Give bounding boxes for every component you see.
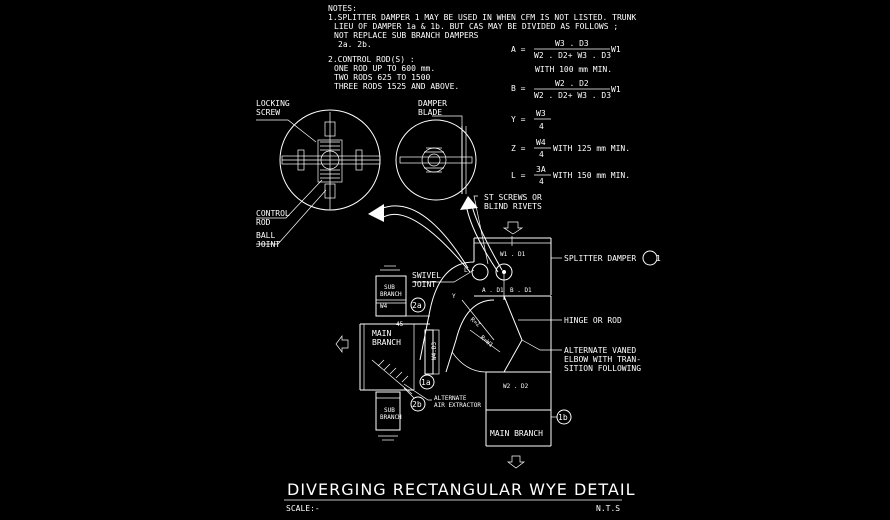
tag-1b: 1b bbox=[551, 409, 572, 425]
label-joint: JOINT bbox=[256, 240, 280, 249]
formula-y-label: Y = bbox=[511, 115, 526, 124]
label-sub-branch-top-2: BRANCH bbox=[380, 291, 402, 298]
label-sub-branch-bottom-2: BRANCH bbox=[380, 414, 402, 421]
tag-2a: 2a bbox=[410, 297, 426, 313]
notes-block: NOTES: 1.SPLITTER DAMPER 1 MAY BE USED I… bbox=[328, 4, 636, 91]
label-alt-vaned-1: ALTERNATE VANED bbox=[564, 346, 636, 355]
detail-circle-damper bbox=[395, 115, 477, 201]
title-block: DIVERGING RECTANGULAR WYE DETAIL SCALE:-… bbox=[284, 480, 636, 513]
formula-y-numerator: W3 bbox=[536, 109, 546, 118]
formula-b-factor: W1 bbox=[611, 85, 621, 94]
label-alt-vaned-2: ELBOW WITH TRAN- bbox=[564, 355, 641, 364]
label-main-branch-left-1: MAIN bbox=[372, 329, 391, 338]
label-main-branch-bottom: MAIN BRANCH bbox=[490, 429, 543, 438]
formula-l-note: WITH 150 mm MIN. bbox=[553, 171, 630, 180]
label-damper: DAMPER bbox=[418, 99, 447, 108]
tag-2b-text: 2b bbox=[412, 400, 422, 409]
label-swivel: SWIVEL bbox=[412, 271, 441, 280]
note-line-1: 1.SPLITTER DAMPER 1 MAY BE USED IN WHEN … bbox=[328, 13, 636, 22]
label-sub-dim: W4 bbox=[380, 303, 388, 310]
label-screw: SCREW bbox=[256, 108, 280, 117]
formula-z-numerator: W4 bbox=[536, 138, 546, 147]
label-splitter-damper: SPLITTER DAMPER bbox=[564, 254, 636, 263]
duct-body: W1 . D1 A . D1 B . D1 W2 . D2 R=Z R=W1 bbox=[335, 195, 552, 469]
formula-a-numerator: W3 . D3 bbox=[555, 39, 589, 48]
note-line-8: THREE RODS 1525 AND ABOVE. bbox=[334, 82, 459, 91]
drawing-title: DIVERGING RECTANGULAR WYE DETAIL bbox=[287, 480, 636, 499]
notes-heading: NOTES: bbox=[328, 4, 357, 13]
formula-b-denominator: W2 . D2+ W3 . D3 bbox=[534, 91, 611, 100]
formula-a-denominator: W2 . D2+ W3 . D3 bbox=[534, 51, 611, 60]
tag-2b: 2b bbox=[403, 387, 426, 412]
label-dim-l: L bbox=[464, 267, 468, 274]
note-line-7: TWO RODS 625 TO 1500 bbox=[334, 73, 431, 82]
formula-a-factor: W1 bbox=[611, 45, 621, 54]
label-w2d2: W2 . D2 bbox=[503, 383, 529, 390]
formula-z-denominator: 4 bbox=[539, 150, 544, 159]
tag-1b-text: 1b bbox=[558, 413, 568, 422]
label-45: 45 bbox=[396, 321, 404, 328]
scale-value: N.T.S bbox=[596, 504, 620, 513]
label-ball: BALL bbox=[256, 231, 275, 240]
label-w1d1: W1 . D1 bbox=[500, 251, 526, 258]
label-swivel-joint: JOINT bbox=[412, 280, 436, 289]
label-alt-vaned-3: SITION FOLLOWING bbox=[564, 364, 641, 373]
label-r-w1: R=W1 bbox=[479, 334, 495, 349]
label-dim-y: Y bbox=[452, 293, 456, 300]
formula-l-denominator: 4 bbox=[539, 177, 544, 186]
note-line-6: ONE ROD UP TO 600 mm. bbox=[334, 64, 435, 73]
note-line-4: 2a. 2b. bbox=[338, 40, 372, 49]
formula-y-denominator: 4 bbox=[539, 122, 544, 131]
label-r-z: R=Z bbox=[469, 316, 482, 329]
formula-l-numerator: 3A bbox=[536, 165, 546, 174]
tag-1a: 1a bbox=[419, 374, 435, 390]
label-sub-branch-bottom-1: SUB bbox=[384, 407, 395, 414]
formula-z-label: Z = bbox=[511, 144, 526, 153]
label-main-branch-left-2: BRANCH bbox=[372, 338, 401, 347]
detail-pointer-arrows bbox=[368, 196, 503, 273]
label-w4d3: W4.D3 bbox=[431, 342, 438, 360]
label-hinge: HINGE OR ROD bbox=[564, 316, 622, 325]
label-control: CONTROL bbox=[256, 209, 290, 218]
label-alt-air-1: ALTERNATE bbox=[434, 395, 467, 402]
note-line-3: NOT REPLACE SUB BRANCH DAMPERS bbox=[334, 31, 479, 40]
formula-a-label: A = bbox=[511, 45, 526, 54]
label-rod: ROD bbox=[256, 218, 271, 227]
tag-1a-text: 1a bbox=[421, 378, 431, 387]
label-locking: LOCKING bbox=[256, 99, 290, 108]
detail-circle-locking bbox=[256, 109, 381, 245]
scale-label: SCALE:- bbox=[286, 504, 320, 513]
note-line-5: 2.CONTROL ROD(S) : bbox=[328, 55, 415, 64]
label-blade: BLADE bbox=[418, 108, 442, 117]
note-line-2: LIEU OF DAMPER 1a & 1b. BUT CAS MAY BE D… bbox=[334, 22, 618, 31]
label-alt-air-2: AIR EXTRACTOR bbox=[434, 402, 481, 409]
label-splitter-num: 1 bbox=[656, 254, 661, 263]
formula-a-note: WITH 100 mm MIN. bbox=[535, 65, 612, 74]
tag-2a-text: 2a bbox=[412, 301, 422, 310]
formula-b-label: B = bbox=[511, 84, 526, 93]
label-sub-branch-top-1: SUB bbox=[384, 284, 395, 291]
label-ad1: A . D1 bbox=[482, 287, 504, 294]
label-bd1: B . D1 bbox=[510, 287, 532, 294]
formula-b-numerator: W2 . D2 bbox=[555, 79, 589, 88]
formula-block: A = W3 . D3 W2 . D2+ W3 . D3 W1 WITH 100… bbox=[511, 39, 630, 186]
label-blind-rivets: BLIND RIVETS bbox=[484, 202, 542, 211]
label-st-screws: ST SCREWS OR bbox=[484, 193, 542, 202]
tag-1 bbox=[642, 250, 658, 266]
formula-l-label: L = bbox=[511, 171, 526, 180]
callout-labels: LOCKING SCREW DAMPER BLADE CONTROL ROD B… bbox=[256, 99, 661, 438]
formula-z-note: WITH 125 mm MIN. bbox=[553, 144, 630, 153]
